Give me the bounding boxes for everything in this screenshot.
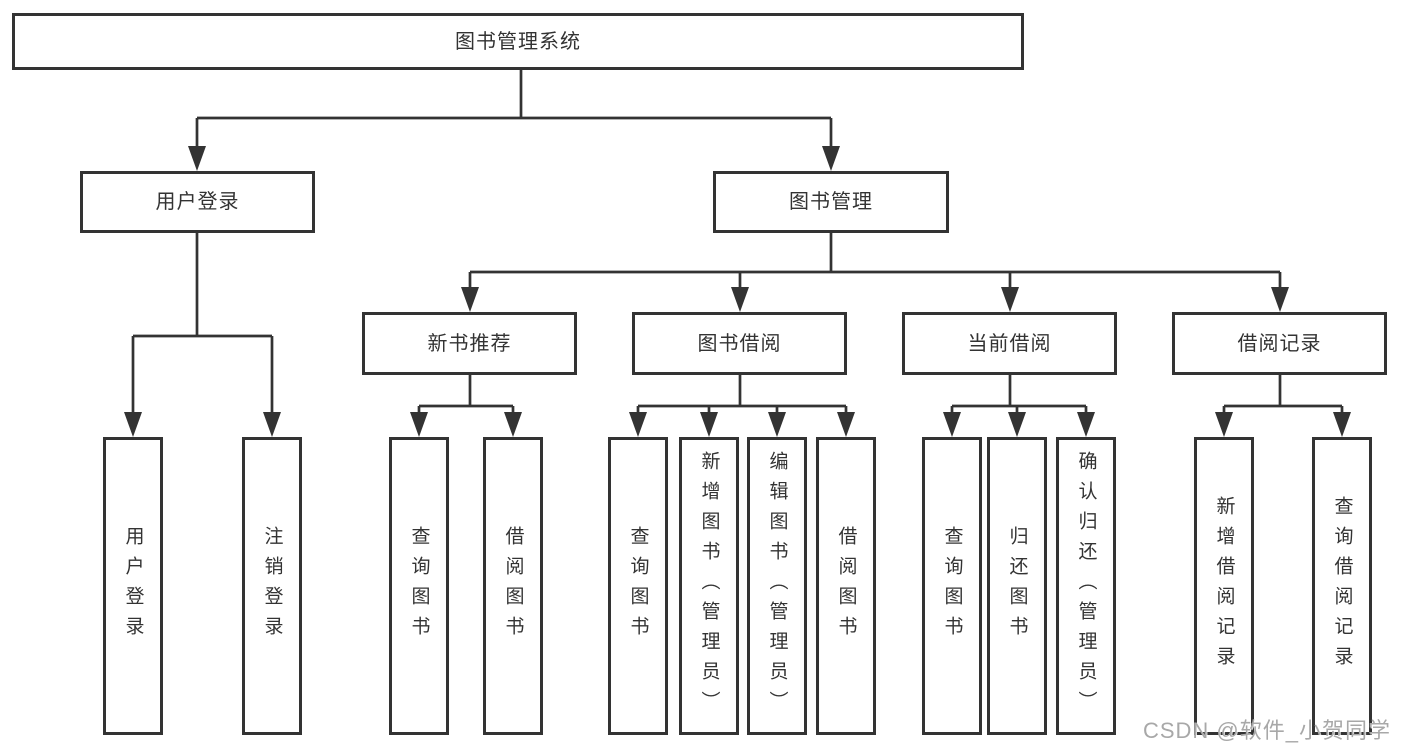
connector-lines <box>131 70 1344 416</box>
arrow-icon <box>768 412 786 437</box>
leaf-query-books-3-label: 查询图书 <box>941 526 963 646</box>
arrow-icon <box>943 412 961 437</box>
leaf-edit-book-admin: 编辑图书（管理员） <box>747 437 807 735</box>
leaf-query-books-3: 查询图书 <box>922 437 982 735</box>
leaf-query-borrow-record: 查询借阅记录 <box>1312 437 1372 735</box>
leaf-borrow-books-1-label: 借阅图书 <box>502 526 524 646</box>
node-library-system-label: 图书管理系统 <box>455 30 581 53</box>
node-current-borrowing: 当前借阅 <box>902 312 1117 375</box>
arrow-icon <box>504 412 522 437</box>
node-new-book-recommend-label: 新书推荐 <box>427 332 512 355</box>
arrow-icon <box>410 412 428 437</box>
arrow-icon <box>124 412 142 437</box>
arrowheads <box>124 146 1351 437</box>
leaf-borrow-books-2-label: 借阅图书 <box>835 526 857 646</box>
node-borrow-records: 借阅记录 <box>1172 312 1387 375</box>
arrow-icon <box>629 412 647 437</box>
leaf-borrow-books-1: 借阅图书 <box>483 437 543 735</box>
leaf-borrow-books-2: 借阅图书 <box>816 437 876 735</box>
leaf-logout: 注销登录 <box>242 437 302 735</box>
arrow-icon <box>837 412 855 437</box>
node-library-system: 图书管理系统 <box>12 13 1024 70</box>
leaf-return-books: 归还图书 <box>987 437 1047 735</box>
arrow-icon <box>1077 412 1095 437</box>
node-new-book-recommend: 新书推荐 <box>362 312 577 375</box>
node-current-borrowing-label: 当前借阅 <box>967 332 1052 355</box>
leaf-add-book-admin: 新增图书（管理员） <box>679 437 739 735</box>
leaf-confirm-return-admin: 确认归还（管理员） <box>1056 437 1116 735</box>
leaf-query-books-1: 查询图书 <box>389 437 449 735</box>
node-user-login: 用户登录 <box>80 171 315 233</box>
leaf-query-books-1-label: 查询图书 <box>408 526 430 646</box>
node-user-login-label: 用户登录 <box>155 191 240 213</box>
leaf-user-login: 用户登录 <box>103 437 163 735</box>
leaf-query-books-2-label: 查询图书 <box>627 526 649 646</box>
arrow-icon <box>731 287 749 312</box>
leaf-user-login-label: 用户登录 <box>122 526 144 646</box>
leaf-confirm-return-admin-label: 确认归还（管理员） <box>1075 451 1097 721</box>
arrow-icon <box>1001 287 1019 312</box>
leaf-return-books-label: 归还图书 <box>1006 526 1028 646</box>
arrow-icon <box>461 287 479 312</box>
leaf-add-book-admin-label: 新增图书（管理员） <box>698 451 720 721</box>
leaf-add-borrow-record: 新增借阅记录 <box>1194 437 1254 735</box>
leaf-edit-book-admin-label: 编辑图书（管理员） <box>766 451 788 721</box>
leaf-logout-label: 注销登录 <box>261 526 283 646</box>
arrow-icon <box>1008 412 1026 437</box>
arrow-icon <box>822 146 840 171</box>
arrow-icon <box>1271 287 1289 312</box>
leaf-query-borrow-record-label: 查询借阅记录 <box>1331 496 1353 676</box>
node-book-management: 图书管理 <box>713 171 949 233</box>
node-borrow-records-label: 借阅记录 <box>1237 332 1322 355</box>
arrow-icon <box>700 412 718 437</box>
arrow-icon <box>263 412 281 437</box>
arrow-icon <box>1333 412 1351 437</box>
leaf-query-books-2: 查询图书 <box>608 437 668 735</box>
arrow-icon <box>188 146 206 171</box>
leaf-add-borrow-record-label: 新增借阅记录 <box>1213 496 1235 676</box>
arrow-icon <box>1215 412 1233 437</box>
node-book-management-label: 图书管理 <box>789 191 873 213</box>
node-book-borrowing-label: 图书借阅 <box>697 332 782 355</box>
node-book-borrowing: 图书借阅 <box>632 312 847 375</box>
